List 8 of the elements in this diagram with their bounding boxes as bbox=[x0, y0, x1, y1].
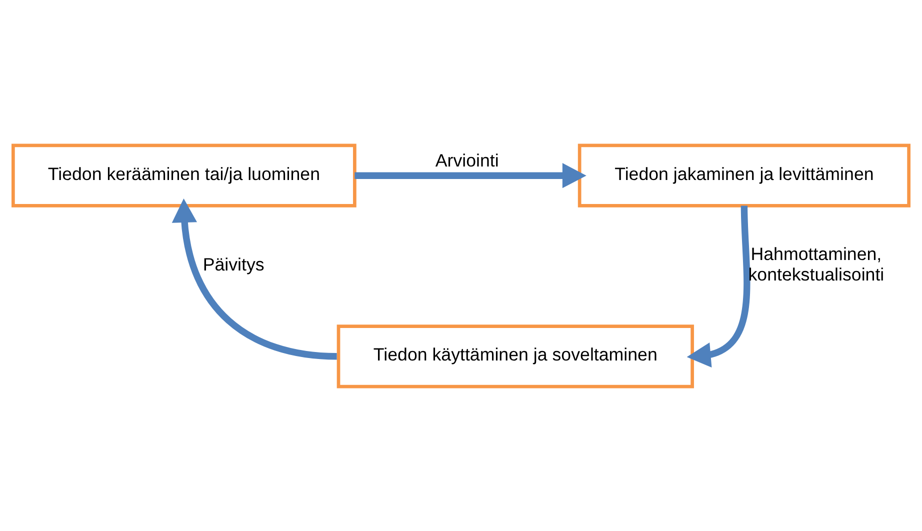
node-box: Tiedon jakaminen ja levittäminen bbox=[578, 143, 910, 207]
edge-label: Päivitys bbox=[202, 254, 264, 274]
edge-label: Arviointi bbox=[435, 150, 499, 170]
node-box: Tiedon kerääminen tai/ja luominen bbox=[12, 143, 356, 207]
node-box: Tiedon käyttäminen ja soveltaminen bbox=[336, 324, 694, 388]
arrow bbox=[686, 205, 750, 367]
arrow bbox=[172, 198, 337, 360]
arrow bbox=[354, 162, 586, 188]
